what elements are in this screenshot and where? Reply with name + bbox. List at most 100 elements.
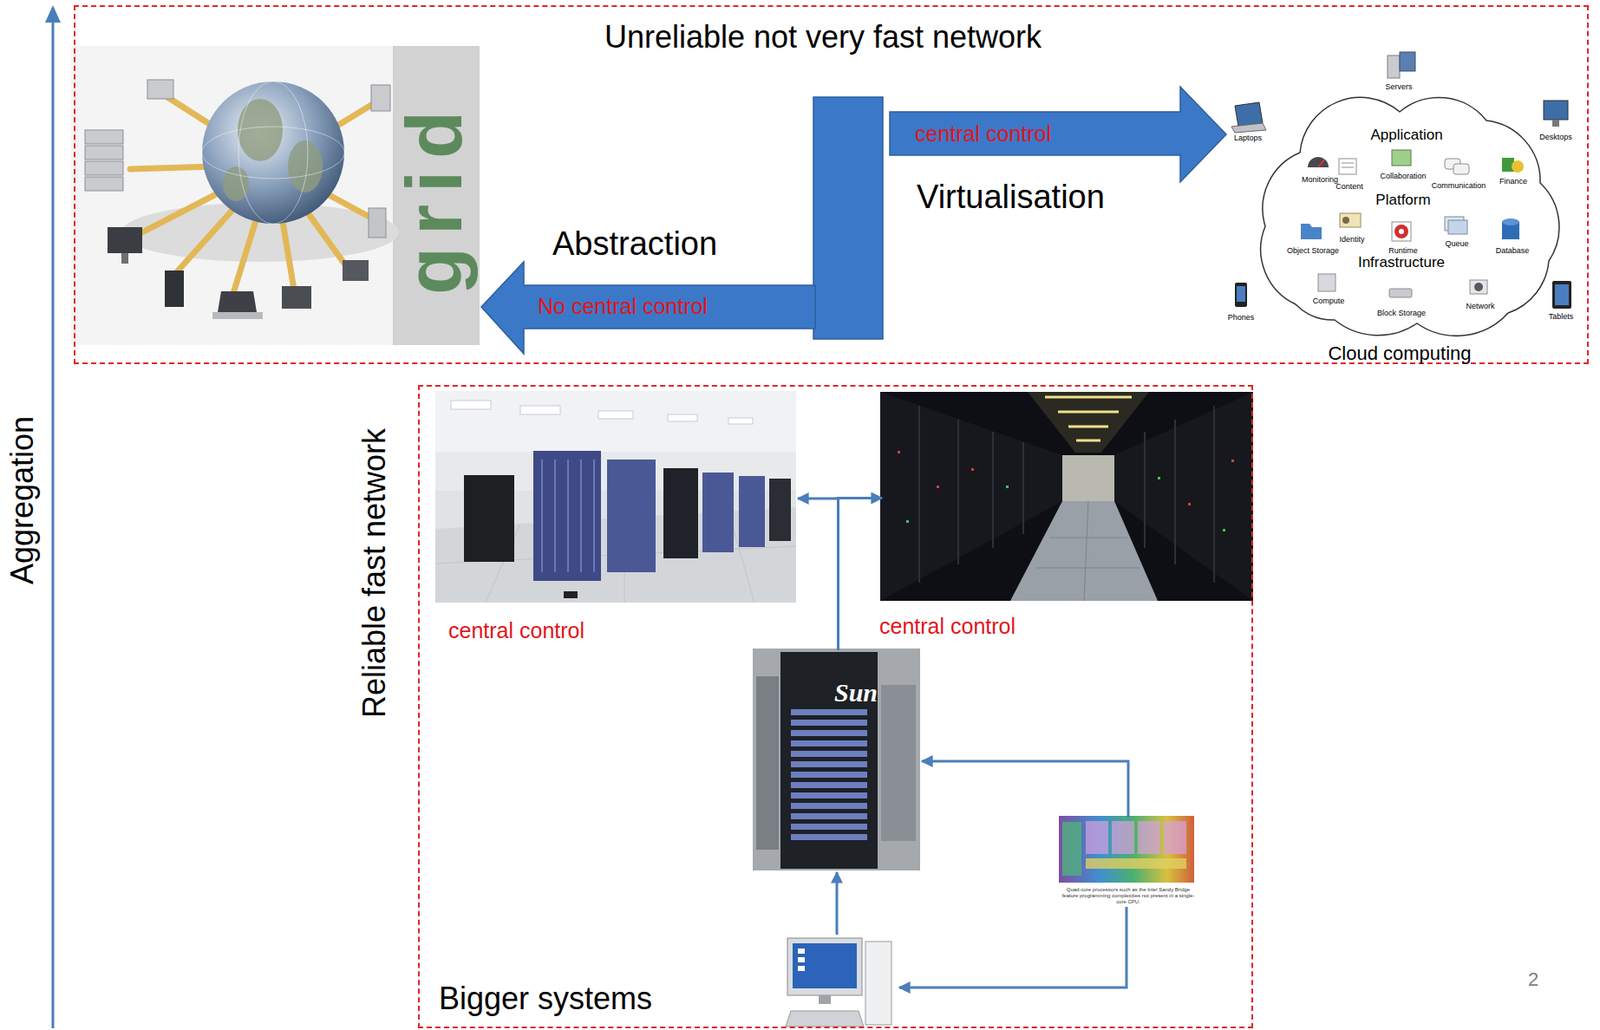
device-icons <box>1234 102 1263 127</box>
grid-illustration <box>84 176 124 191</box>
datacenter-aisle-photo <box>971 468 974 471</box>
datacenter-aisle-photo <box>1044 396 1132 399</box>
datacenter-aisle-photo <box>936 485 940 489</box>
datacenter-photo <box>738 476 765 548</box>
datacenter-aisle-photo <box>897 450 1235 506</box>
desktop-computer <box>797 957 805 963</box>
desktop-computer <box>785 938 892 1027</box>
cloud-illustration <box>1511 160 1524 173</box>
service-label: Block Storage <box>1377 308 1426 318</box>
datacenter-aisle-photo <box>897 450 901 454</box>
device-icons <box>1554 284 1569 306</box>
datacenter-aisle-photo <box>1057 411 1119 414</box>
cloud-illustration <box>1339 213 1361 228</box>
grid-illustration <box>107 227 143 254</box>
server-rack-photo <box>790 803 868 810</box>
aggregation-axis <box>52 20 55 1029</box>
device-icons <box>1387 55 1400 79</box>
grid-illustration <box>71 45 480 346</box>
datacenter-photo <box>769 478 791 542</box>
datacenter-aisle-photo <box>1174 419 1176 565</box>
server-rack-photo <box>790 823 868 830</box>
server-rack-photo <box>790 719 868 726</box>
arrow-heading: Virtualisation <box>916 178 1105 217</box>
network-region: Unreliable not very fast networkgridcent… <box>73 5 1589 365</box>
cpu-die-photo <box>1058 816 1195 883</box>
cpu-die-photo <box>1058 816 1195 883</box>
device-icons <box>1231 123 1267 133</box>
datacenter-aisle-photo <box>1036 568 1141 569</box>
axis-label: Aggregation <box>4 416 40 585</box>
block-arrow: AbstractionNo central control <box>481 261 816 354</box>
cloud-illustration <box>1338 158 1357 175</box>
desktop-computer <box>787 938 863 996</box>
cloud-illustration <box>1474 282 1483 292</box>
block-arrow: central controlVirtualisation <box>889 86 1227 183</box>
server-rack-photo <box>752 648 921 871</box>
desktop-computer <box>792 943 857 989</box>
desktop-computer <box>785 1011 864 1027</box>
device-label: Servers <box>1384 82 1412 92</box>
datacenter-photo <box>533 450 601 582</box>
grid-illustration <box>222 166 249 202</box>
datacenter-aisle-photo <box>1213 405 1215 583</box>
datacenter-aisle-photo <box>918 405 921 583</box>
datacenter-photo <box>598 411 634 419</box>
cloud-illustration <box>1318 159 1325 168</box>
chip-caption: Quad-core processors such as the Intel S… <box>1060 887 1196 906</box>
grid-illustration <box>281 286 312 309</box>
server-rack-photo <box>790 751 868 758</box>
datacenter-aisle-photo <box>1222 528 1226 532</box>
photo-frame: central control <box>881 393 1255 603</box>
grid-illustration <box>342 260 369 281</box>
service-label: Communication <box>1431 181 1487 190</box>
arrow-label: central control <box>914 121 1052 147</box>
grid-illustration <box>237 98 283 162</box>
service-label: Identity <box>1338 235 1365 244</box>
shape-path <box>481 261 816 354</box>
service-label: Finance <box>1499 176 1528 186</box>
datacenter-aisle-photo <box>1010 501 1158 601</box>
grid-illustration <box>287 140 323 193</box>
datacenter-aisle-photo <box>957 419 960 565</box>
datacenter-photo <box>542 459 595 573</box>
device-icons <box>1234 282 1248 307</box>
photo-caption: central control <box>879 613 1016 640</box>
datacenter-photo <box>728 417 753 425</box>
datacenter-aisle-photo <box>1068 425 1109 429</box>
cloud-illustration <box>1502 218 1520 226</box>
datacenter-aisle-photo <box>1005 485 1009 489</box>
region-label: Bigger systems <box>438 980 653 1017</box>
device-label: Tablets <box>1548 312 1574 321</box>
connector-arrow <box>838 498 883 652</box>
device-label: Phones <box>1227 313 1255 322</box>
datacenter-aisle-photo <box>1157 476 1161 480</box>
cloud-illustration <box>1389 288 1412 298</box>
grid-illustration <box>212 312 263 320</box>
datacenter-aisle-photo <box>1036 501 1141 601</box>
server-rack-photo <box>790 834 868 841</box>
server-rack-photo <box>790 771 868 778</box>
cpu-die-photo <box>1111 821 1135 855</box>
service-label: Content <box>1335 182 1364 191</box>
datacenter-photo <box>702 472 734 553</box>
service-label: Queue <box>1444 239 1469 249</box>
desktop-computer <box>818 995 831 1005</box>
datacenter-photo <box>554 459 556 573</box>
service-label: Database <box>1495 246 1530 255</box>
cpu-die-photo <box>1137 821 1161 855</box>
datacenter-aisle-photo <box>880 391 1254 601</box>
grid-illustration <box>217 291 257 313</box>
layer-label: Platform <box>1375 191 1431 209</box>
layer-label: Infrastructure <box>1358 254 1445 272</box>
datacenter-photo <box>435 391 797 452</box>
datacenter-aisle-photo <box>906 476 1226 532</box>
grid-illustration <box>71 45 480 346</box>
datacenter-aisle-photo <box>919 405 1215 583</box>
aggregation-axis <box>45 5 61 23</box>
brand-logo: Sun <box>834 678 878 709</box>
datacenter-aisle-photo <box>1076 439 1101 443</box>
device-label: Laptops <box>1234 133 1262 143</box>
